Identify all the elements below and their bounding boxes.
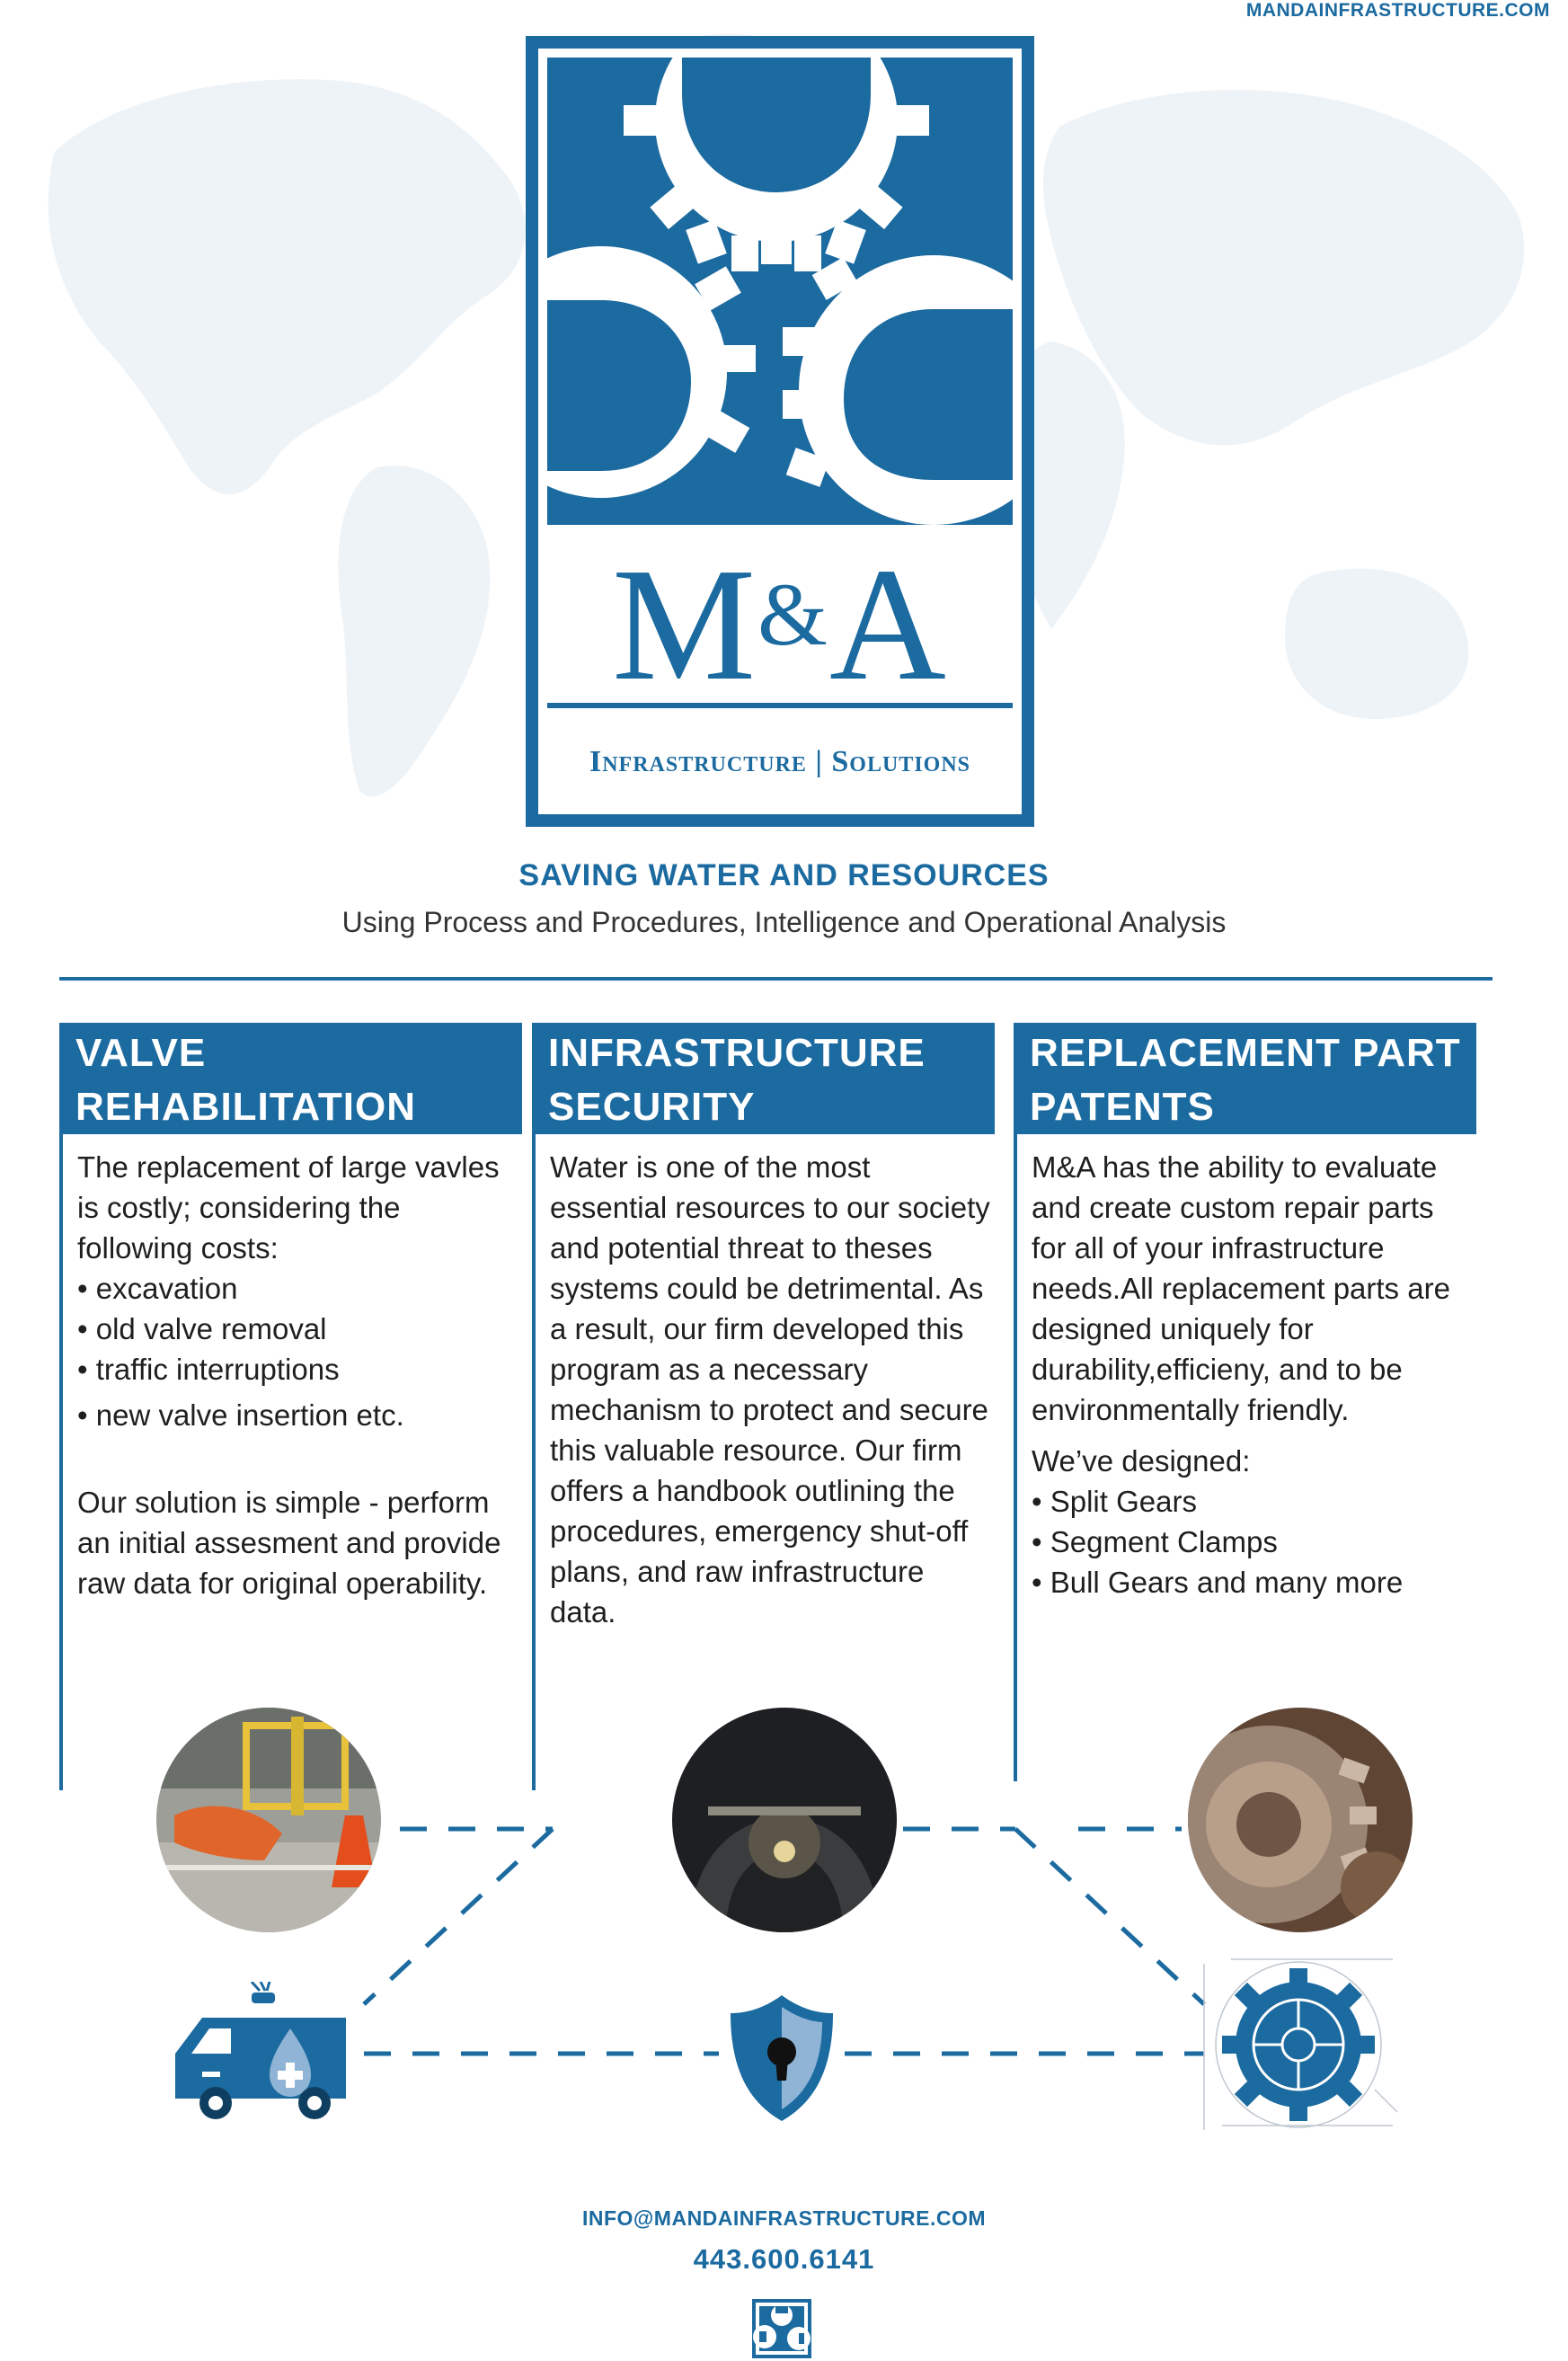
valve-rehabilitation-section: VALVE REHABILITATION The replacement of … <box>59 1023 522 1790</box>
page-headline: SAVING WATER AND RESOURCES <box>518 858 1050 892</box>
tunnel-photo <box>672 1708 897 1932</box>
logo-wordmark: M&A <box>538 534 1022 706</box>
replacement-part-patents-section: REPLACEMENT PART PATENTS M&A has the abi… <box>1014 1023 1476 1781</box>
logo-ampersand: & <box>757 564 829 664</box>
section-intro: M&A has the ability to evaluate and crea… <box>1032 1150 1450 1426</box>
logo-letter-a: A <box>828 535 948 714</box>
contact-email[interactable]: INFO@MANDAINFRASTRUCTURE.COM <box>581 2206 987 2230</box>
designed-list: Split Gears Segment Clamps Bull Gears an… <box>1032 1481 1476 1602</box>
section-closing: Our solution is simple - perform an init… <box>77 1486 501 1600</box>
footer-logo-icon <box>752 2299 811 2358</box>
list-item: excavation <box>77 1268 522 1309</box>
section-body: Water is one of the most essential resou… <box>532 1134 995 1790</box>
list-item: Bull Gears and many more <box>1032 1562 1476 1602</box>
gears-logo-icon <box>547 58 1013 525</box>
section-heading: REPLACEMENT PART PATENTS <box>1014 1023 1476 1134</box>
logo-tagline: Infrastructure | Solutions <box>589 745 971 778</box>
heading-line: SECURITY <box>548 1085 756 1129</box>
construction-crew-photo <box>156 1708 381 1932</box>
list-item: new valve insertion etc. <box>77 1395 522 1435</box>
section-body: The replacement of large vavles is costl… <box>59 1134 522 1790</box>
company-logo: M&A Infrastructure | Solutions <box>526 36 1034 827</box>
heading-line: INFRASTRUCTURE <box>548 1031 926 1075</box>
list-item: traffic interruptions <box>77 1349 522 1389</box>
section-divider <box>59 977 1493 981</box>
gear-blueprint-icon <box>1203 1958 1398 2130</box>
heading-line: PATENTS <box>1030 1085 1215 1129</box>
section-body: M&A has the ability to evaluate and crea… <box>1014 1134 1476 1781</box>
shield-keyhole-icon <box>731 1995 833 2121</box>
section-heading: VALVE REHABILITATION <box>59 1023 522 1134</box>
logo-rule <box>547 703 1013 708</box>
list-item: Segment Clamps <box>1032 1522 1476 1562</box>
heading-line: REPLACEMENT PART <box>1030 1031 1461 1075</box>
heading-line: REHABILITATION <box>75 1085 416 1129</box>
heading-line: VALVE <box>75 1031 207 1075</box>
dashed-connectors <box>362 1826 1206 2056</box>
logo-letter-m: M <box>612 535 758 714</box>
world-map-background <box>48 33 1525 797</box>
designed-label: We’ve designed: <box>1032 1444 1251 1478</box>
water-utility-truck-icon <box>175 1982 346 2119</box>
list-item: old valve removal <box>77 1309 522 1349</box>
infrastructure-security-section: INFRASTRUCTURE SECURITY Water is one of … <box>532 1023 995 1790</box>
cost-list: excavation old valve removal traffic int… <box>77 1268 522 1435</box>
section-heading: INFRASTRUCTURE SECURITY <box>532 1023 995 1134</box>
site-url[interactable]: MANDAINFRASTRUCTURE.COM <box>1245 0 1550 21</box>
list-item: Split Gears <box>1032 1481 1476 1522</box>
section-intro: The replacement of large vavles is costl… <box>77 1150 500 1265</box>
section-text: Water is one of the most essential resou… <box>550 1150 990 1629</box>
gear-closeup-photo <box>1188 1708 1413 1932</box>
page-subheadline: Using Process and Procedures, Intelligen… <box>341 906 1227 938</box>
contact-phone[interactable]: 443.600.6141 <box>693 2243 875 2275</box>
